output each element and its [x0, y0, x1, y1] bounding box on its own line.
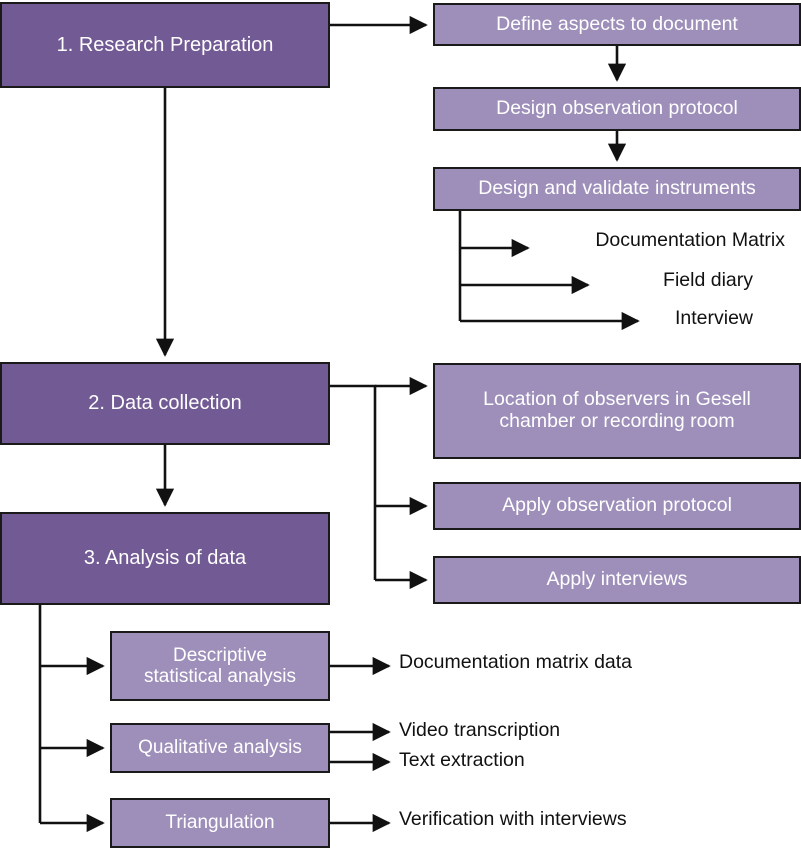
- output-label-text-extraction: Text extraction: [399, 749, 525, 771]
- activity-box-apply-interviews[interactable]: Apply interviews: [433, 556, 801, 604]
- output-label-video-transcription: Video transcription: [399, 719, 561, 741]
- method-label: Qualitative analysis: [138, 737, 302, 759]
- instrument-label-documentation-matrix: Documentation Matrix: [595, 229, 785, 251]
- method-box-qualitative-analysis[interactable]: Qualitative analysis: [110, 723, 330, 773]
- step-box-define-aspects[interactable]: Define aspects to document: [433, 3, 801, 46]
- method-label-line1: Descriptive: [173, 644, 267, 666]
- activity-box-apply-observation-protocol[interactable]: Apply observation protocol: [433, 482, 801, 530]
- stage-box-analysis-of-data[interactable]: 3. Analysis of data: [0, 512, 330, 605]
- activity-label: Apply observation protocol: [502, 494, 732, 517]
- stage-label: 3. Analysis of data: [83, 547, 247, 570]
- activity-label-line2: chamber or recording room: [499, 410, 735, 432]
- step-label: Design observation protocol: [496, 97, 738, 120]
- stage-label: 2. Data collection: [88, 392, 242, 415]
- step-label: Define aspects to document: [496, 12, 738, 35]
- method-label-line2: statistical analysis: [143, 666, 297, 687]
- instrument-label-interview: Interview: [674, 307, 753, 329]
- instrument-label-field-diary: Field diary: [663, 269, 753, 291]
- edge-stage2-trunk: [330, 384, 377, 580]
- output-label-documentation-matrix-data: Documentation matrix data: [399, 651, 633, 673]
- step-box-design-observation-protocol[interactable]: Design observation protocol: [433, 87, 801, 131]
- method-label: Triangulation: [165, 812, 275, 834]
- activity-label: Apply interviews: [546, 568, 688, 591]
- stage-label: 1. Research Preparation: [56, 33, 274, 56]
- stage-box-research-preparation[interactable]: 1. Research Preparation: [0, 2, 330, 88]
- method-box-triangulation[interactable]: Triangulation: [110, 798, 330, 848]
- step-label: Design and validate instruments: [478, 177, 756, 200]
- step-box-design-and-validate-instruments[interactable]: Design and validate instruments: [433, 167, 801, 211]
- activity-label-line1: Location of observers in Gesell: [483, 388, 751, 411]
- method-box-descriptive-statistical-analysis[interactable]: Descriptive statistical analysis: [110, 631, 330, 701]
- activity-box-location-of-observers[interactable]: Location of observers in Gesell chamber …: [433, 363, 801, 459]
- output-label-verification-with-interviews: Verification with interviews: [399, 808, 627, 830]
- stage-box-data-collection[interactable]: 2. Data collection: [0, 362, 330, 445]
